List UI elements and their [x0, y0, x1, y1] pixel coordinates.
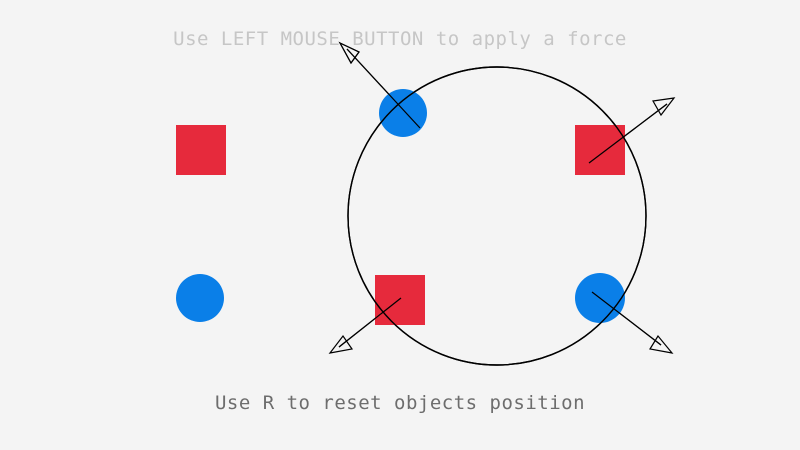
- circle-bottom-left[interactable]: [176, 274, 224, 322]
- square-bottom-ring[interactable]: [375, 275, 425, 325]
- circle-bottom-right-ring[interactable]: [575, 273, 625, 323]
- square-right-ring[interactable]: [575, 125, 625, 175]
- mouse-cursor-arrow-icon: [338, 41, 360, 65]
- circle-top-ring[interactable]: [379, 89, 427, 137]
- hint-text-reset-key: Use R to reset objects position: [214, 392, 586, 414]
- square-top-left[interactable]: [176, 125, 226, 175]
- hint-text-left-mouse: Use LEFT MOUSE BUTTON to apply a force: [173, 28, 627, 50]
